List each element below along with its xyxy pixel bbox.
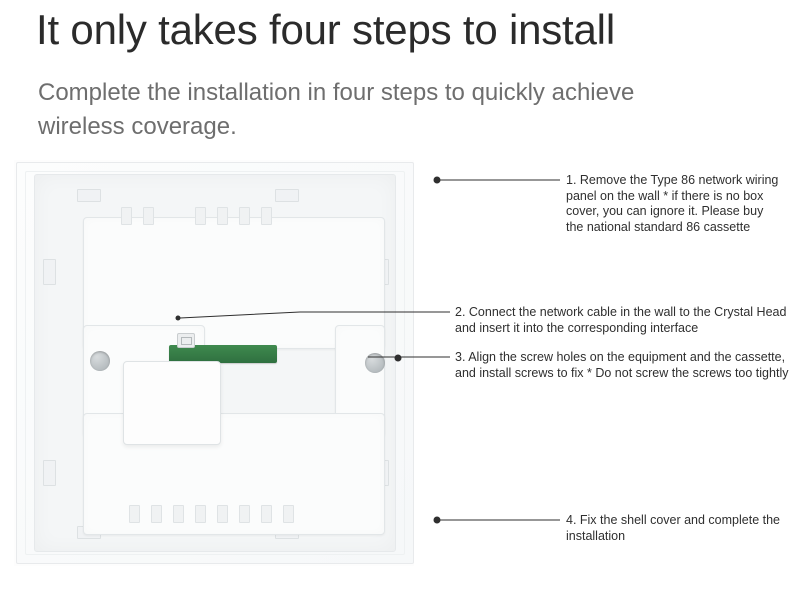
connector-tooth (283, 505, 294, 523)
leader-dot-2 (175, 315, 181, 321)
connector-tooth (121, 207, 132, 225)
clip-left-lower (43, 460, 56, 486)
connector-tooth (173, 505, 184, 523)
page-title: It only takes four steps to install (36, 6, 615, 53)
connector-tooth (129, 505, 140, 523)
crystal-head-interface (177, 333, 195, 348)
connector-tooth (239, 505, 250, 523)
connector-tooth (261, 207, 272, 225)
clip-top-right (275, 189, 299, 202)
green-pcb-strip (169, 345, 277, 363)
connector-tooth (143, 207, 154, 225)
leader-dot-3 (394, 354, 402, 362)
connector-tooth (195, 207, 206, 225)
raised-module (123, 361, 221, 445)
leader-line-2 (179, 311, 450, 319)
device-base-plate (34, 174, 396, 552)
screw-hole-left (90, 351, 110, 371)
connector-tooth (261, 505, 272, 523)
connector-tooth (195, 505, 206, 523)
screw-hole-right (365, 353, 385, 373)
product-photo (14, 160, 414, 566)
leader-dot-1 (433, 176, 441, 184)
connector-tooth (239, 207, 250, 225)
clip-top-left (77, 189, 101, 202)
connector-tooth (217, 207, 228, 225)
clip-left-upper (43, 259, 56, 285)
leader-dot-4 (433, 516, 441, 524)
connector-tooth (217, 505, 228, 523)
connector-tooth (151, 505, 162, 523)
page-subtitle: Complete the installation in four steps … (38, 79, 635, 140)
